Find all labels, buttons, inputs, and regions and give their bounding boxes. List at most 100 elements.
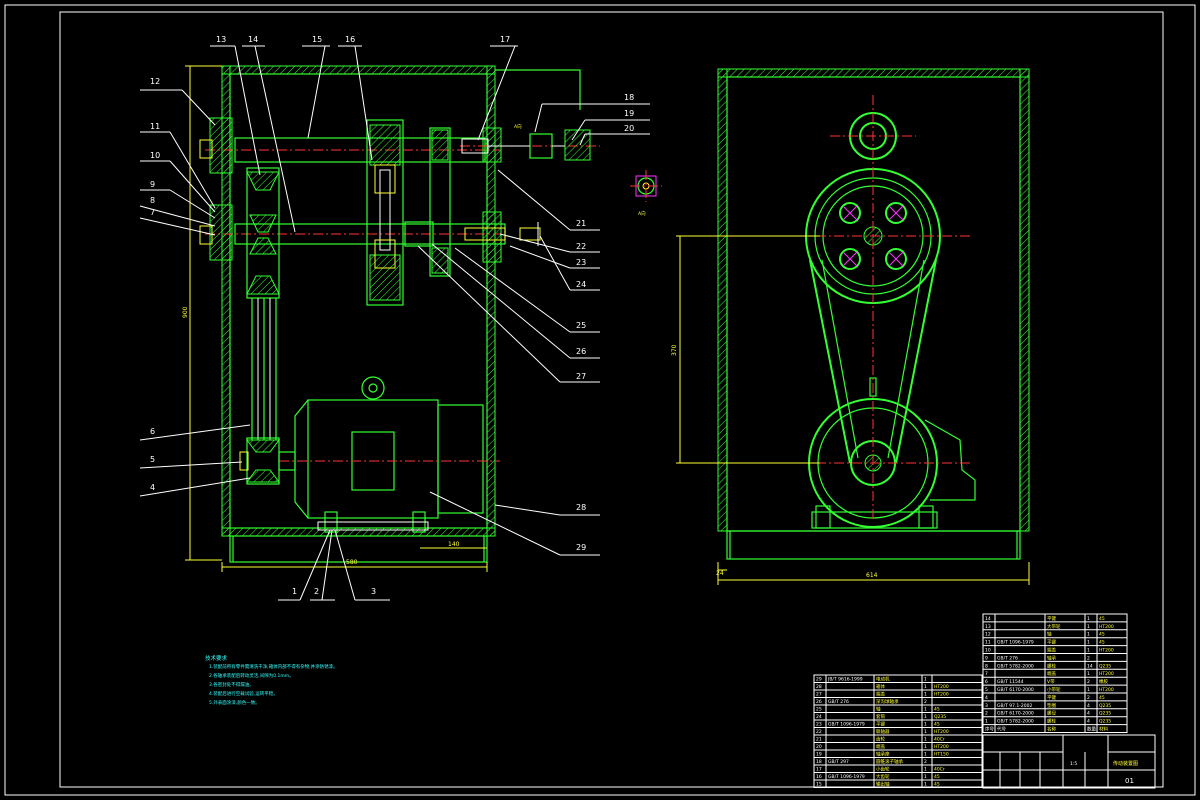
bom-right-row-0-no: 14: [985, 616, 991, 622]
bom-left-row-13-name: 大齿轮: [876, 773, 890, 780]
bom-right-row-8-qty: 2: [1087, 679, 1090, 685]
bom-right-row-2-name: 轴: [1047, 631, 1052, 638]
bom-left-row-10-name: 轴承座: [876, 751, 890, 758]
bom-left-row-11-qty: 2: [924, 759, 927, 765]
bom-right-row-9-mat: HT200: [1099, 687, 1114, 693]
bom-right-row-5-code: GB/T 276: [997, 655, 1018, 661]
bom-right-row-10-name: 平键: [1047, 694, 1056, 701]
bom-left-row-8-mat: 40Cr: [934, 737, 945, 743]
balloon-16: 16: [345, 35, 355, 44]
notes-line-3: 3.各密封处不得漏油。: [209, 681, 254, 688]
bom-left-row-2-no: 27: [816, 692, 822, 698]
bom-right-header-no: 序号: [985, 726, 994, 733]
bom-left-row-7-qty: 1: [924, 729, 927, 735]
bom-right-row-6-mat: Q235: [1099, 663, 1111, 669]
bom-left-row-3-code: GB/T 276: [828, 699, 849, 705]
bom-left-row-0-name: 电动机: [876, 676, 890, 683]
bom-right-row-7-no: 7: [985, 671, 988, 677]
bom-right-row-8-no: 6: [985, 679, 988, 685]
bom-left-row-9-mat: HT200: [934, 744, 949, 750]
bom-right-row-10-mat: 45: [1099, 695, 1105, 701]
balloon-2: 2: [314, 587, 319, 596]
balloon-4: 4: [150, 483, 155, 492]
bom-right-row-5-no: 9: [985, 655, 988, 661]
bom-left-row-4-name: 轴: [876, 706, 881, 713]
bom-left-row-8-no: 21: [816, 737, 822, 743]
bom-right-row-11-name: 垫圈: [1047, 702, 1056, 709]
bom-right-row-7-mat: HT200: [1099, 671, 1114, 677]
bearing-upper-left: [209, 117, 233, 174]
bom-left-row-1-qty: 1: [924, 684, 927, 690]
bom-right-row-0-qty: 1: [1087, 616, 1090, 622]
balloon-9: 9: [150, 180, 155, 189]
motor-terminal-box: [924, 419, 976, 501]
bom-right-row-13-mat: Q235: [1099, 719, 1111, 725]
bom-left-row-2-mat: HT200: [934, 692, 949, 698]
bom-right-row-11-code: GB/T 97.1-2002: [997, 703, 1033, 709]
bom-right-row-6-name: 螺栓: [1047, 662, 1056, 669]
bom-right-row-13-no: 1: [985, 719, 988, 725]
balloon-11: 11: [150, 122, 160, 131]
bom-right-row-1-no: 13: [985, 624, 991, 630]
bearing-middle-right: [482, 211, 502, 263]
bom-right-row-2-qty: 1: [1087, 632, 1090, 638]
balloon-6: 6: [150, 427, 155, 436]
drawing-number: 01: [1125, 777, 1134, 785]
side-dim-left-text: 24: [716, 570, 724, 577]
dim-height-text: 900: [182, 306, 189, 318]
bom-left-row-6-qty: 1: [924, 722, 927, 728]
small-gear: [429, 127, 451, 277]
bom-right-row-10-qty: 2: [1087, 695, 1090, 701]
bom-left-row-10-mat: HT150: [934, 752, 949, 758]
notes-line-5: 5.外表面涂漆,颜色一致。: [209, 699, 260, 706]
bom-right-header-qty: 数量: [1087, 726, 1096, 733]
bom-left-row-14-name: 输出轴: [876, 781, 890, 788]
bom-right-row-0-name: 平键: [1047, 615, 1056, 622]
bom-left-row-4-no: 25: [816, 707, 822, 713]
balloon-29: 29: [576, 543, 586, 552]
drawing-scale: 1:5: [1070, 761, 1077, 767]
balloon-20: 20: [624, 124, 634, 133]
bom-right-row-3-name: 平键: [1047, 639, 1056, 646]
bom-left-row-5-mat: Q235: [934, 714, 946, 720]
bom-left-row-11-name: 圆锥滚子轴承: [876, 758, 903, 765]
balloon-26: 26: [576, 347, 586, 356]
bom-right-row-13-qty: 4: [1087, 719, 1090, 725]
bom-left-row-9-name: 端盖: [876, 743, 885, 750]
bom-left-row-2-name: 端盖: [876, 691, 885, 698]
balloon-12: 12: [150, 77, 160, 86]
balloon-18: 18: [624, 93, 634, 102]
bom-right-row-4-mat: HT200: [1099, 648, 1114, 654]
motor: [307, 399, 439, 519]
front-view: A向 A向 580 140 900: [182, 65, 662, 572]
bom-right-row-10-no: 4: [985, 695, 988, 701]
bom-left-row-1-name: 箱体: [876, 683, 885, 690]
motor-lifting-eye: [361, 376, 385, 400]
bom-right-row-11-qty: 4: [1087, 703, 1090, 709]
balloon-3: 3: [371, 587, 376, 596]
bom-left-row-12-name: 小齿轮: [876, 766, 890, 773]
bom-right-row-12-no: 2: [985, 711, 988, 717]
arrow-view-label: A向: [514, 123, 522, 130]
bom-right-row-11-no: 3: [985, 703, 988, 709]
notes-line-4: 4.装配后进行空载试验,运转平稳。: [209, 690, 278, 697]
bom-right-row-7-name: 端盖: [1047, 670, 1056, 677]
bom-left-row-10-qty: 1: [924, 752, 927, 758]
bottom-wall: [221, 527, 496, 537]
balloon-24: 24: [576, 280, 586, 289]
dim-short-text: 140: [448, 541, 460, 548]
bom-left-row-4-qty: 1: [924, 707, 927, 713]
balloon-27: 27: [576, 372, 586, 381]
bom-left-row-7-no: 22: [816, 729, 822, 735]
bom-right-row-3-no: 11: [985, 640, 991, 646]
bom-left-row-13-qty: 1: [924, 774, 927, 780]
bom-right-row-13-name: 螺栓: [1047, 718, 1056, 725]
bom-left-row-1-no: 28: [816, 684, 822, 690]
bom-right-row-5-name: 轴承: [1047, 654, 1056, 661]
bom-right-row-6-no: 8: [985, 663, 988, 669]
bom-left-row-9-qty: 1: [924, 744, 927, 750]
balloon-8: 8: [150, 196, 155, 205]
inner-border: [59, 11, 1164, 788]
bom-right-row-9-name: 小带轮: [1047, 686, 1061, 693]
bom-right-row-8-name: V带: [1047, 679, 1055, 685]
